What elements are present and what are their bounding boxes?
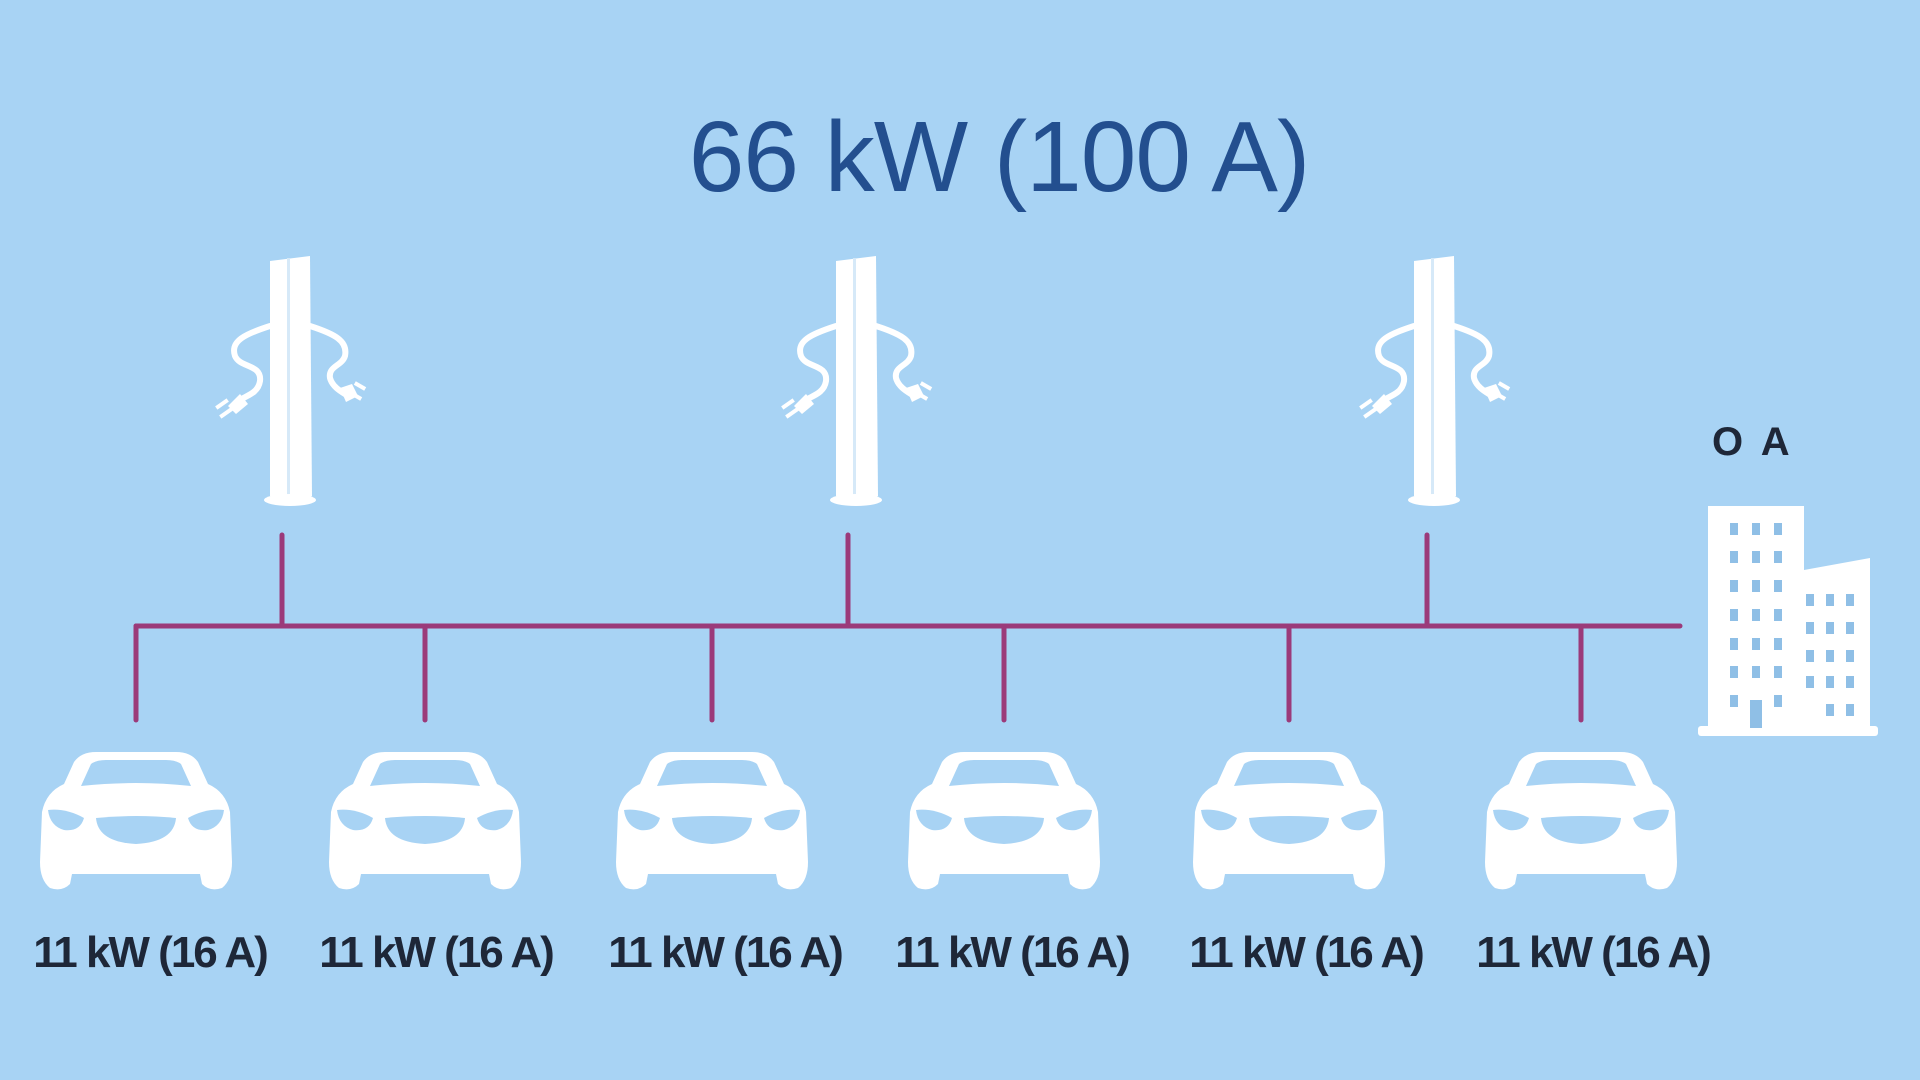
car-icon xyxy=(616,752,808,890)
car-power-label: 11 kW (16 A) xyxy=(319,928,555,977)
car-icon xyxy=(329,752,521,890)
building-icon xyxy=(1698,506,1878,736)
ev-charger-icon xyxy=(1359,256,1510,506)
building-current-label: O A xyxy=(1712,420,1794,464)
ev-charger-icon xyxy=(781,256,932,506)
total-power-title: 66 kW (100 A) xyxy=(688,101,1311,213)
car-power-label: 11 kW (16 A) xyxy=(608,928,844,977)
car-power-label: 11 kW (16 A) xyxy=(1476,928,1712,977)
car-power-label: 11 kW (16 A) xyxy=(33,928,269,977)
car-icon xyxy=(40,752,232,890)
car-icon xyxy=(1193,752,1385,890)
ev-charger-icon xyxy=(215,256,366,506)
car-icon xyxy=(908,752,1100,890)
car-power-label: 11 kW (16 A) xyxy=(895,928,1131,977)
car-icon xyxy=(1485,752,1677,890)
bus-lines xyxy=(133,532,1683,723)
car-power-label: 11 kW (16 A) xyxy=(1189,928,1425,977)
